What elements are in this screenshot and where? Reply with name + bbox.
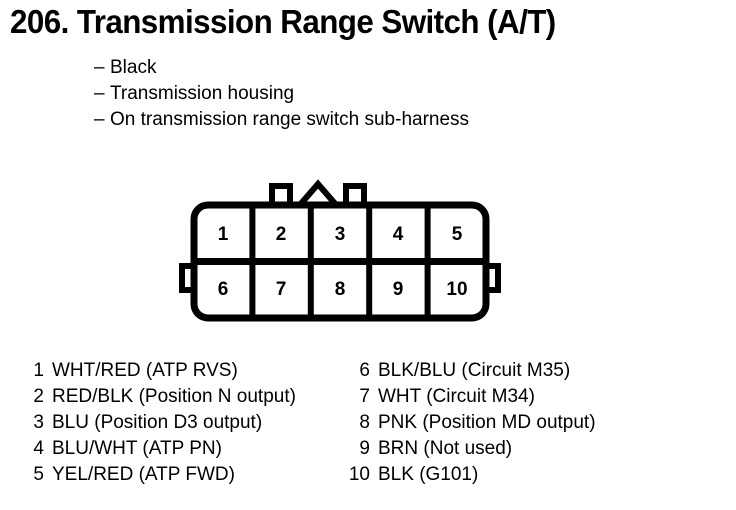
- pin-legend-left-column: 1 WHT/RED (ATP RVS) 2 RED/BLK (Position …: [18, 358, 296, 488]
- pin-legend-description: WHT (Circuit M34): [378, 386, 535, 407]
- pin-legend-row: 6 BLK/BLU (Circuit M35): [344, 358, 596, 384]
- connector-pin-3: 3: [335, 224, 346, 245]
- pin-legend-row: 9 BRN (Not used): [344, 436, 596, 462]
- pin-legend-description: BLU/WHT (ATP PN): [52, 438, 222, 459]
- pin-legend-number: 8: [359, 412, 370, 433]
- connector-pin-8: 8: [335, 279, 346, 300]
- description-item-label: On transmission range switch sub-harness: [110, 109, 470, 130]
- pin-legend-number: 9: [359, 438, 370, 459]
- pin-legend-description: BRN (Not used): [378, 438, 513, 459]
- pin-legend-description: WHT/RED (ATP RVS): [52, 360, 238, 381]
- pin-legend-description: PNK (Position MD output): [378, 412, 596, 433]
- bullet-dash-icon: –: [94, 57, 105, 78]
- description-item: – On transmission range switch sub-harne…: [94, 107, 469, 133]
- pin-legend-description: YEL/RED (ATP FWD): [52, 464, 235, 485]
- pin-legend-description: RED/BLK (Position N output): [52, 386, 296, 407]
- connector-pin-9: 9: [393, 279, 404, 300]
- pin-legend-row: 5 YEL/RED (ATP FWD): [18, 462, 296, 488]
- pin-legend-number: 1: [33, 360, 44, 381]
- pin-legend-row: 3 BLU (Position D3 output): [18, 410, 296, 436]
- connector-pin-6: 6: [218, 279, 229, 300]
- pin-legend-number: 5: [33, 464, 44, 485]
- pin-legend-description: BLU (Position D3 output): [52, 412, 263, 433]
- connector-pin-2: 2: [276, 224, 287, 245]
- pin-legend-number: 6: [359, 360, 370, 381]
- pin-legend-number: 10: [348, 464, 370, 485]
- pin-legend-row: 2 RED/BLK (Position N output): [18, 384, 296, 410]
- pin-legend-row: 4 BLU/WHT (ATP PN): [18, 436, 296, 462]
- page-title: 206. Transmission Range Switch (A/T): [10, 3, 556, 40]
- connector-pin-7: 7: [276, 279, 287, 300]
- description-item-label: Transmission housing: [110, 83, 295, 104]
- connector-pin-10: 10: [446, 279, 467, 300]
- pin-legend-description: BLK/BLU (Circuit M35): [378, 360, 571, 381]
- connector-pin-4: 4: [393, 224, 404, 245]
- pin-legend-description: BLK (G101): [378, 464, 479, 485]
- bullet-dash-icon: –: [94, 109, 105, 130]
- description-item-label: Black: [110, 57, 157, 78]
- connector-pin-1: 1: [218, 224, 229, 245]
- description-item: – Transmission housing: [94, 81, 469, 107]
- pin-legend-number: 7: [359, 386, 370, 407]
- connector-pin-5: 5: [452, 224, 463, 245]
- pin-legend-row: 10 BLK (G101): [344, 462, 596, 488]
- connector-svg: 1 2 3 4 5 6 7 8 9 10: [179, 179, 501, 322]
- bullet-dash-icon: –: [94, 83, 105, 104]
- description-item: – Black: [94, 55, 469, 81]
- pin-legend-right-column: 6 BLK/BLU (Circuit M35) 7 WHT (Circuit M…: [344, 358, 596, 488]
- pin-legend-number: 3: [33, 412, 44, 433]
- pin-legend-row: 8 PNK (Position MD output): [344, 410, 596, 436]
- pin-legend-row: 7 WHT (Circuit M34): [344, 384, 596, 410]
- description-list: – Black – Transmission housing – On tran…: [94, 55, 469, 133]
- connector-diagram: 1 2 3 4 5 6 7 8 9 10: [176, 168, 516, 328]
- pin-legend-row: 1 WHT/RED (ATP RVS): [18, 358, 296, 384]
- pin-legend-number: 2: [33, 386, 44, 407]
- pin-legend-number: 4: [33, 438, 44, 459]
